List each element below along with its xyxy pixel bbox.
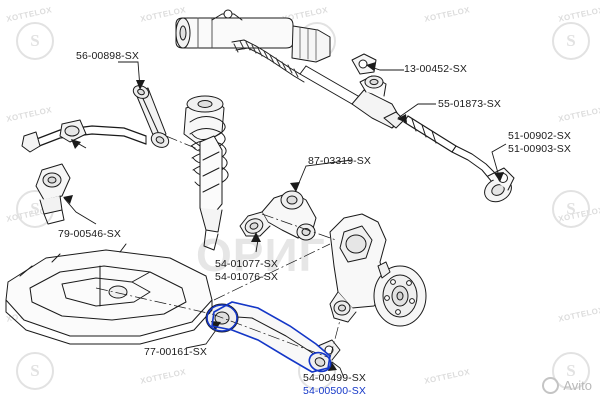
part-label-54-00500-SX: 54-00500-SX: [303, 385, 366, 397]
subframe: [5, 243, 213, 345]
part-label-54-01076-SX: 54-01076-SX: [215, 271, 278, 283]
stabilizer-link: [132, 85, 170, 148]
strut-and-spring: [183, 95, 229, 251]
stabilizer-bushing-bracket: [35, 163, 71, 225]
part-label-54-00499-SX: 54-00499-SX: [303, 372, 366, 384]
part-label-87-03319-SX: 87-03319-SX: [308, 155, 371, 167]
part-label-51-00902-SX: 51-00902-SX: [508, 130, 571, 142]
avito-label: Avito: [563, 378, 592, 393]
part-label-79-00546-SX: 79-00546-SX: [58, 228, 121, 240]
avito-logo-icon: [542, 377, 560, 394]
part-label-77-00161-SX: 77-00161-SX: [144, 346, 207, 358]
part-label-54-01077-SX: 54-01077-SX: [215, 258, 278, 270]
steering-knuckle-hub: [329, 213, 427, 327]
avito-watermark: Avito: [542, 377, 592, 394]
center-lines: [95, 135, 341, 359]
control-arm-bushing: [205, 303, 239, 333]
part-label-56-00898-SX: 56-00898-SX: [76, 50, 139, 62]
stabilizer-bar: [21, 119, 147, 153]
part-label-13-00452-SX: 13-00452-SX: [404, 63, 467, 75]
steering-rack: [175, 9, 405, 129]
highlighted-part: [206, 301, 332, 373]
part-label-55-01873-SX: 55-01873-SX: [438, 98, 501, 110]
upper-control-arm: [239, 190, 317, 241]
part-label-51-00903-SX: 51-00903-SX: [508, 143, 571, 155]
